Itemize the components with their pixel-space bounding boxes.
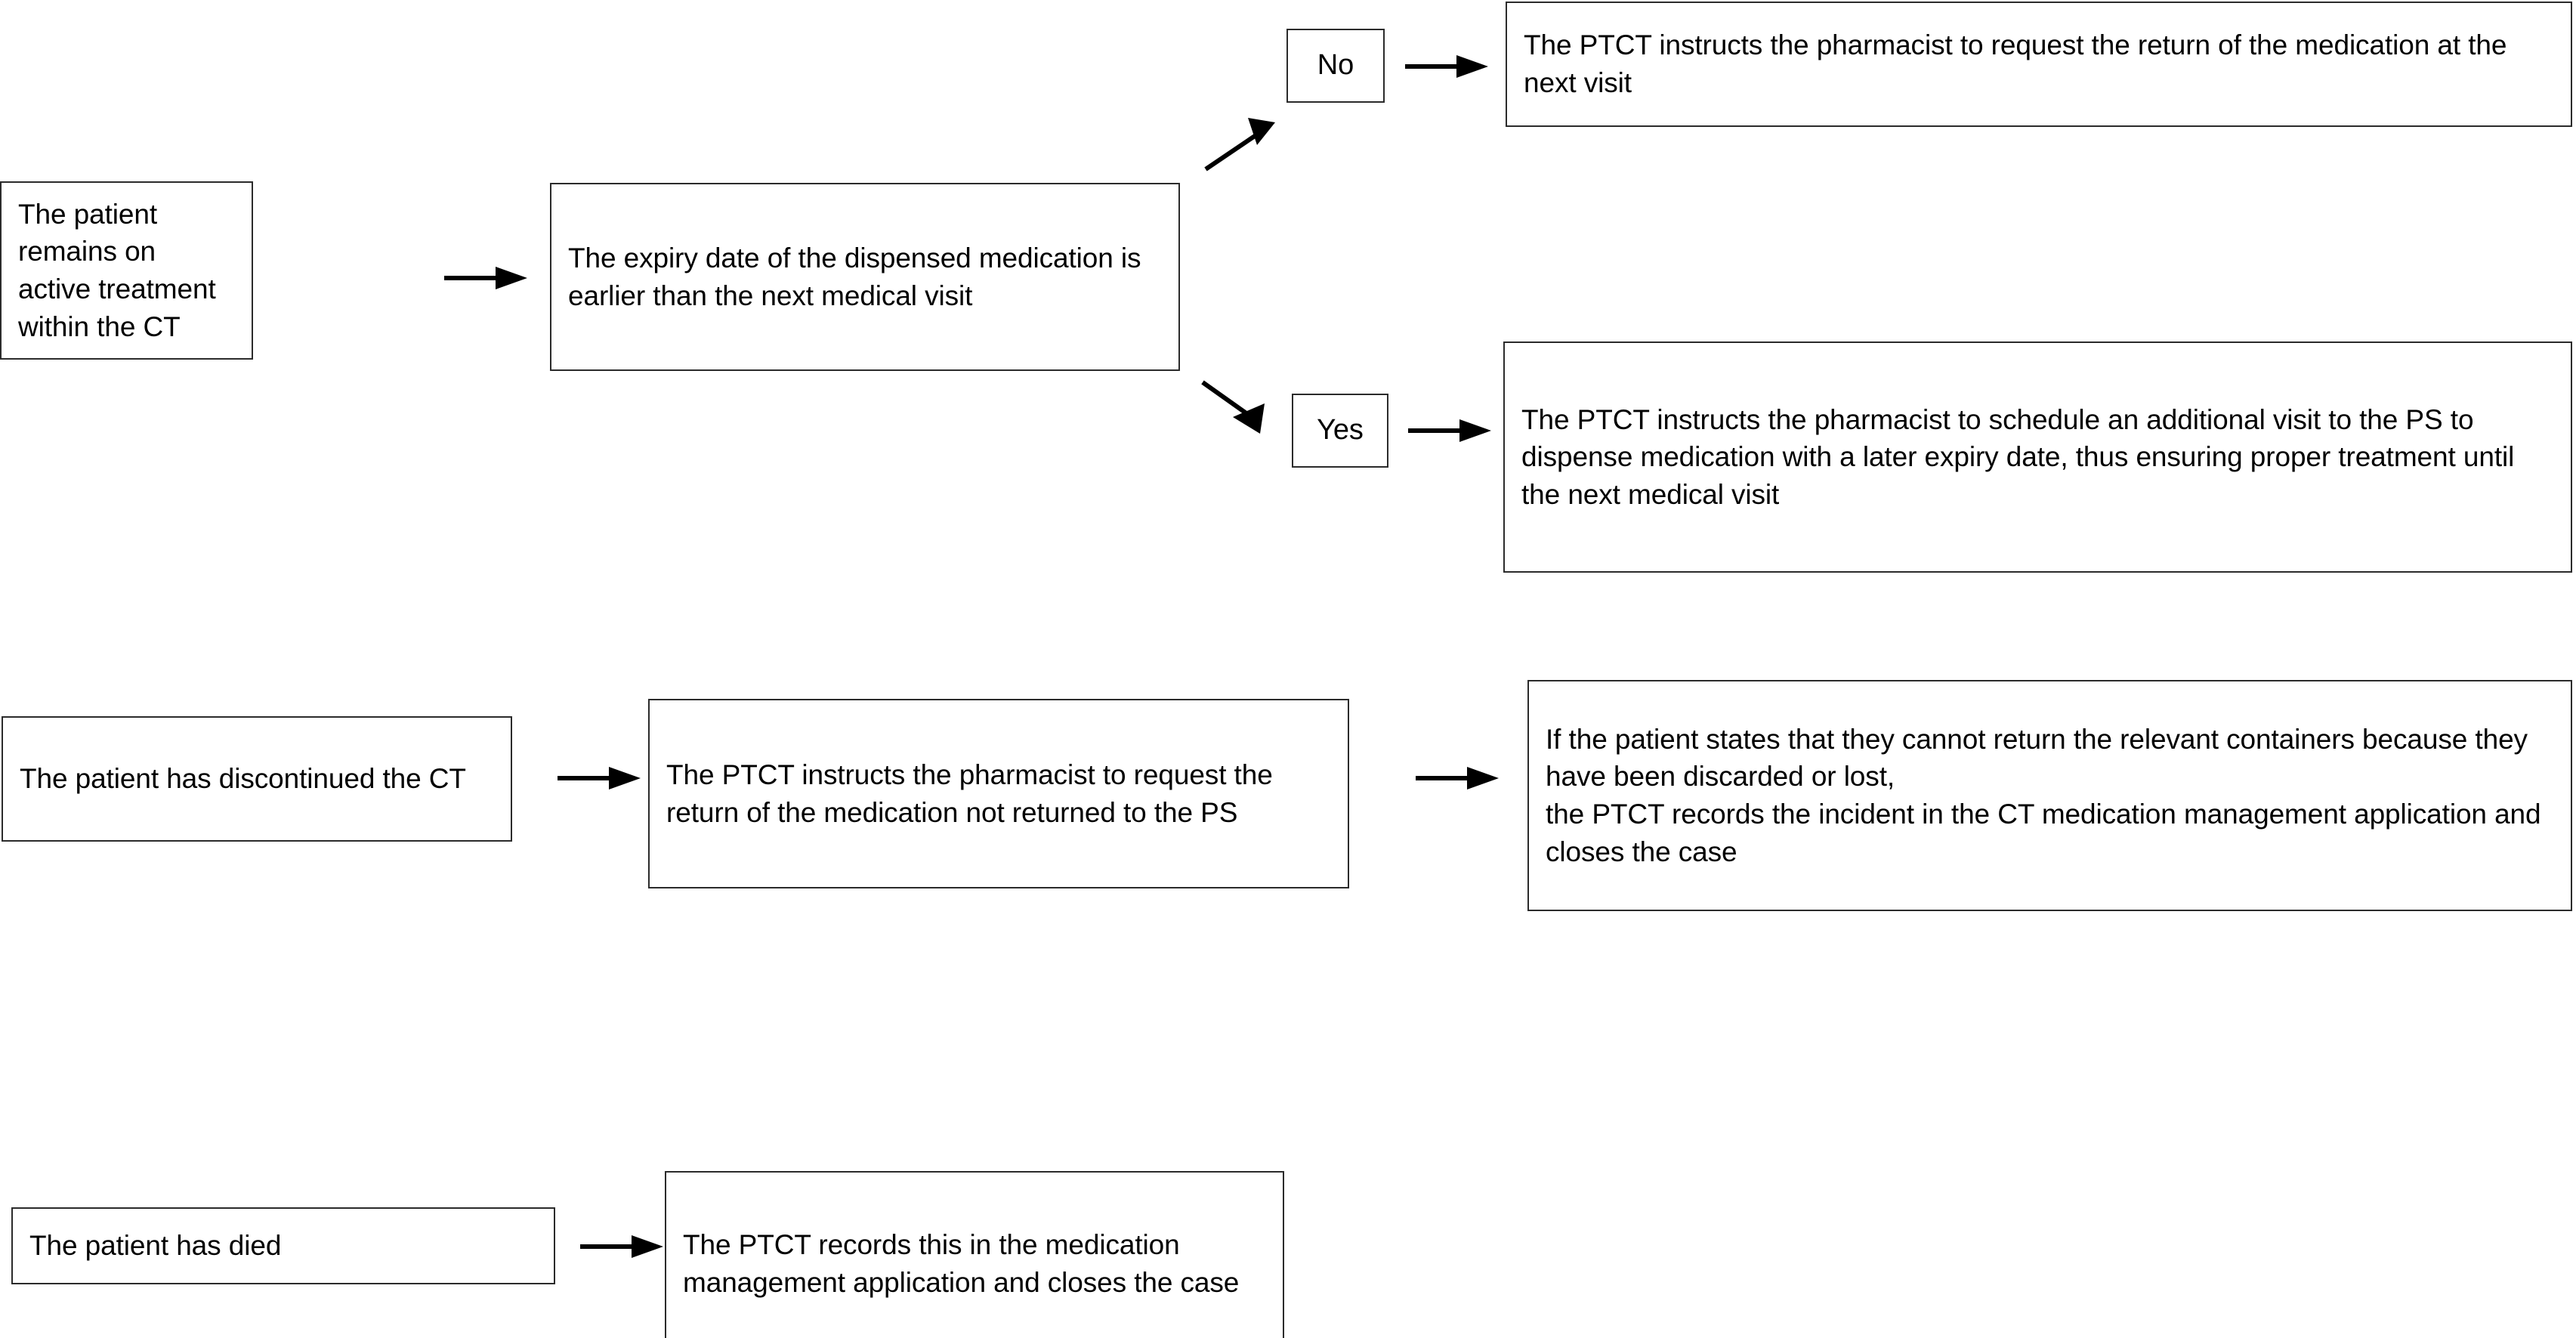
node-discontinued-label: The patient has discontinued the CT <box>20 763 466 795</box>
node-label-no[interactable]: No <box>1286 29 1385 103</box>
node-active-treatment[interactable]: The patient remains on active treatment … <box>0 181 253 360</box>
arrow-died-to-outcome <box>579 1233 669 1260</box>
node-label-yes-text: Yes <box>1317 414 1364 447</box>
node-label-yes[interactable]: Yes <box>1292 394 1388 468</box>
arrow-expiry-to-yes <box>1200 378 1290 438</box>
node-discontinued-step-label: The PTCT instructs the pharmacist to req… <box>666 759 1273 828</box>
node-active-treatment-label: The patient remains on active treatment … <box>18 198 216 342</box>
node-discontinued-step[interactable]: The PTCT instructs the pharmacist to req… <box>648 699 1349 888</box>
arrow-expiry-to-no <box>1203 113 1293 174</box>
node-expiry-check[interactable]: The expiry date of the dispensed medicat… <box>550 183 1180 371</box>
node-outcome-no[interactable]: The PTCT instructs the pharmacist to req… <box>1506 2 2572 127</box>
node-died-label: The patient has died <box>29 1230 282 1262</box>
node-died-outcome[interactable]: The PTCT records this in the medication … <box>665 1171 1284 1338</box>
node-label-no-text: No <box>1317 49 1354 82</box>
arrow-no-to-outcome <box>1404 53 1494 80</box>
node-outcome-yes-label: The PTCT instructs the pharmacist to sch… <box>1521 403 2515 510</box>
node-died-outcome-label: The PTCT records this in the medication … <box>683 1228 1240 1298</box>
arrow-active-to-expiry <box>443 264 533 292</box>
arrow-yes-to-outcome <box>1407 417 1497 444</box>
node-discontinued-outcome-label: If the patient states that they cannot r… <box>1546 723 2541 867</box>
node-outcome-yes[interactable]: The PTCT instructs the pharmacist to sch… <box>1503 341 2572 573</box>
node-died[interactable]: The patient has died <box>11 1207 555 1284</box>
node-discontinued[interactable]: The patient has discontinued the CT <box>2 716 512 842</box>
node-discontinued-outcome[interactable]: If the patient states that they cannot r… <box>1527 680 2572 911</box>
arrow-discontinued-to-step <box>556 765 647 792</box>
arrow-step-to-outcome <box>1414 765 1505 792</box>
node-expiry-check-label: The expiry date of the dispensed medicat… <box>568 242 1141 311</box>
node-outcome-no-label: The PTCT instructs the pharmacist to req… <box>1524 29 2507 98</box>
